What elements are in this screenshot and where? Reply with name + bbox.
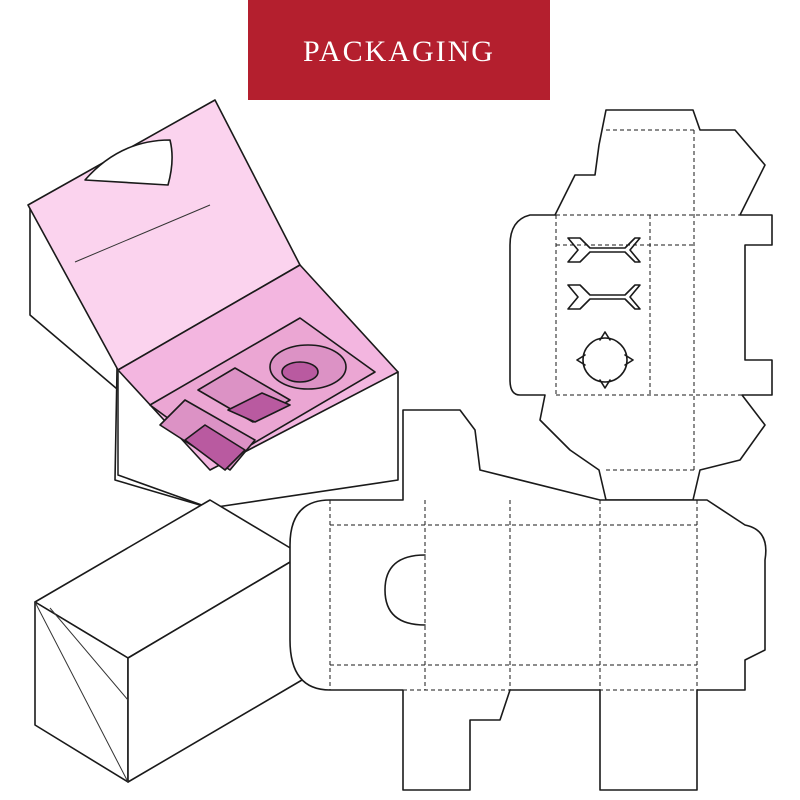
insert-round-hole bbox=[582, 337, 628, 383]
insert-round-hole-tabs bbox=[576, 331, 634, 389]
box-thumb-notch bbox=[384, 554, 426, 626]
lid-fold-line bbox=[74, 204, 211, 263]
insert-slot-bottom bbox=[567, 284, 641, 310]
insert-cavity-right-floor bbox=[227, 392, 291, 423]
insert-slot-top bbox=[567, 237, 641, 263]
title-banner: PACKAGING bbox=[248, 0, 550, 100]
insert-cavity-left-floor bbox=[184, 424, 246, 471]
closed-box-tuck-line-2 bbox=[49, 607, 129, 701]
closed-box-tuck-line-1 bbox=[34, 601, 129, 783]
box-dieline bbox=[289, 409, 767, 791]
insert-round-cavity-floor bbox=[281, 361, 319, 383]
insert-dieline-outline bbox=[509, 109, 773, 501]
closed-box bbox=[34, 499, 303, 783]
page-title: PACKAGING bbox=[303, 35, 495, 68]
insert-dieline bbox=[509, 109, 773, 501]
box-dieline-outline bbox=[289, 409, 767, 791]
open-box-with-insert bbox=[27, 99, 399, 509]
lid-thumb-notch bbox=[84, 139, 173, 186]
